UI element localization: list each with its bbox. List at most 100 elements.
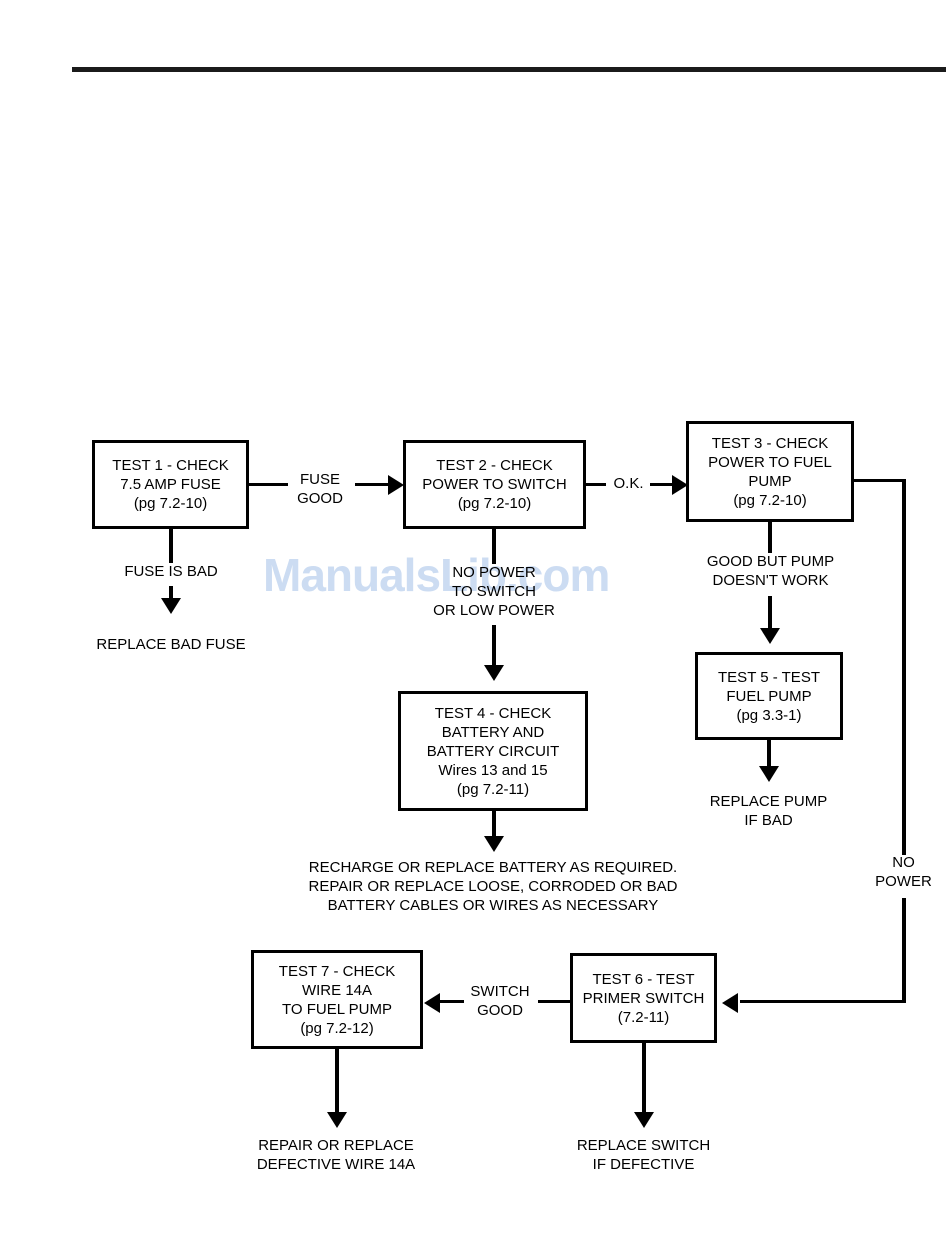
edge-label-switch-good-line-1: SWITCH <box>470 983 530 1000</box>
node-test-7-line-3: TO FUEL PUMP <box>281 1000 393 1018</box>
edge-test3-test6-vertical-upper <box>902 479 906 855</box>
terminal-replace-switch: REPLACE SWITCH IF DEFECTIVE <box>565 1136 722 1174</box>
node-test-6-line-1: TEST 6 - TEST <box>592 970 695 988</box>
node-test-4-line-2: BATTERY AND <box>441 723 545 741</box>
edge-label-fuse-good: FUSE GOOD <box>287 470 353 508</box>
edge-test6-test7-arrowhead-icon <box>424 993 440 1013</box>
edge-test5-replace-pump-arrowhead-icon <box>759 766 779 782</box>
terminal-battery-action-line-2: REPAIR OR REPLACE LOOSE, CORRODED OR BAD <box>308 878 678 895</box>
terminal-battery-action-line-3: BATTERY CABLES OR WIRES AS NECESSARY <box>327 897 659 914</box>
edge-test3-test5-arrowhead-icon <box>760 628 780 644</box>
edge-label-no-power-line-2: POWER <box>875 873 932 890</box>
terminal-repair-wire: REPAIR OR REPLACE DEFECTIVE WIRE 14A <box>250 1136 422 1174</box>
terminal-repair-wire-line-2: DEFECTIVE WIRE 14A <box>256 1156 416 1173</box>
terminal-replace-pump-line-2: IF BAD <box>744 812 793 829</box>
edge-label-no-power-to-switch-line-3: OR LOW POWER <box>433 602 555 619</box>
edge-label-fuse-is-bad-line-1: FUSE IS BAD <box>124 563 218 580</box>
edge-test2-test3-stub <box>586 483 606 486</box>
node-test-7-line-4: (pg 7.2-12) <box>300 1019 374 1037</box>
edge-test2-test4-stub <box>492 529 496 564</box>
node-test-3-line-4: (pg 7.2-10) <box>733 491 807 509</box>
edge-test7-repair-wire-line <box>335 1049 339 1117</box>
edge-test3-test6-bottom <box>740 1000 906 1003</box>
node-test-2[interactable]: TEST 2 - CHECK POWER TO SWITCH (pg 7.2-1… <box>403 440 586 529</box>
edge-label-good-but-pump: GOOD BUT PUMP DOESN'T WORK <box>692 552 849 590</box>
terminal-replace-bad-fuse: REPLACE BAD FUSE <box>89 635 253 654</box>
edge-label-fuse-is-bad: FUSE IS BAD <box>111 562 231 581</box>
node-test-4-line-1: TEST 4 - CHECK <box>434 704 552 722</box>
edge-test1-bad-fuse-stub <box>169 529 173 563</box>
edge-test1-test2-arrowhead-icon <box>388 475 404 495</box>
edge-label-no-power-line-1: NO <box>892 854 915 871</box>
node-test-2-line-2: POWER TO SWITCH <box>422 476 567 493</box>
edge-test2-test3-arrowhead-icon <box>672 475 688 495</box>
terminal-repair-wire-line-1: REPAIR OR REPLACE <box>258 1137 414 1154</box>
edge-test3-test5-line <box>768 596 772 632</box>
edge-label-fuse-good-line-2: GOOD <box>297 490 343 507</box>
edge-test3-test6-vertical-lower <box>902 898 906 1003</box>
header-rule <box>72 67 946 72</box>
terminal-replace-bad-fuse-line-1: REPLACE BAD FUSE <box>96 636 246 653</box>
node-test-2-line-1: TEST 2 - CHECK <box>436 457 553 474</box>
edge-test6-test7-line <box>440 1000 464 1003</box>
edge-test1-bad-fuse-line <box>169 586 173 602</box>
node-test-1[interactable]: TEST 1 - CHECK 7.5 AMP FUSE (pg 7.2-10) <box>92 440 249 529</box>
node-test-1-line-2: 7.5 AMP FUSE <box>120 476 221 493</box>
node-test-1-line-1: TEST 1 - CHECK <box>112 457 229 474</box>
manualslib-watermark: ManualsLib.com <box>263 549 610 601</box>
edge-test3-test6-top <box>854 479 905 482</box>
edge-label-fuse-good-line-1: FUSE <box>299 471 340 488</box>
edge-label-good-but-pump-line-1: GOOD BUT PUMP <box>706 553 835 570</box>
node-test-5[interactable]: TEST 5 - TEST FUEL PUMP (pg 3.3-1) <box>695 652 843 740</box>
edge-label-no-power-to-switch-line-1: NO POWER <box>452 564 536 581</box>
edge-test6-test7-stub <box>538 1000 571 1003</box>
node-test-5-line-2: FUEL PUMP <box>726 687 812 705</box>
node-test-3-line-1: TEST 3 - CHECK <box>711 434 829 452</box>
terminal-replace-pump-line-1: REPLACE PUMP <box>709 793 828 810</box>
terminal-replace-pump: REPLACE PUMP IF BAD <box>690 792 847 830</box>
edge-label-ok-line-1: O.K. <box>613 475 644 492</box>
edge-test4-battery-arrowhead-icon <box>484 836 504 852</box>
node-test-4-line-3: BATTERY CIRCUIT <box>426 742 560 760</box>
edge-test6-replace-switch-arrowhead-icon <box>634 1112 654 1128</box>
edge-label-no-power-to-switch-line-2: TO SWITCH <box>452 583 536 600</box>
node-test-3-line-3: PUMP <box>748 472 792 490</box>
node-test-4[interactable]: TEST 4 - CHECK BATTERY AND BATTERY CIRCU… <box>398 691 588 811</box>
node-test-5-line-1: TEST 5 - TEST <box>718 668 820 686</box>
edge-label-no-power-to-switch: NO POWER TO SWITCH OR LOW POWER <box>415 563 573 620</box>
edge-test5-replace-pump-line <box>767 740 771 770</box>
node-test-3[interactable]: TEST 3 - CHECK POWER TO FUEL PUMP (pg 7.… <box>686 421 854 522</box>
terminal-replace-switch-line-2: IF DEFECTIVE <box>592 1156 695 1173</box>
edge-test2-test4-arrowhead-icon <box>484 665 504 681</box>
node-test-4-line-5: (pg 7.2-11) <box>456 780 530 798</box>
edge-label-good-but-pump-line-2: DOESN'T WORK <box>712 572 829 589</box>
edge-test2-test4-line <box>492 625 496 669</box>
edge-test4-battery-line <box>492 811 496 841</box>
node-test-5-line-3: (pg 3.3-1) <box>736 706 802 724</box>
node-test-6-line-3: (7.2-11) <box>617 1008 670 1026</box>
node-test-2-line-3: (pg 7.2-10) <box>457 495 532 512</box>
edge-label-ok: O.K. <box>606 474 651 493</box>
node-test-1-line-3: (pg 7.2-10) <box>133 495 208 512</box>
node-test-4-line-4: Wires 13 and 15 <box>438 761 548 779</box>
node-test-3-line-2: POWER TO FUEL <box>708 453 832 471</box>
node-test-6[interactable]: TEST 6 - TEST PRIMER SWITCH (7.2-11) <box>570 953 717 1043</box>
node-test-6-line-2: PRIMER SWITCH <box>582 989 705 1007</box>
node-test-7-line-2: WIRE 14A <box>301 981 373 999</box>
edge-test3-test6-arrowhead-icon <box>722 993 738 1013</box>
edge-test6-replace-switch-line <box>642 1043 646 1117</box>
node-test-7-line-1: TEST 7 - CHECK <box>278 962 396 980</box>
edge-test7-repair-wire-arrowhead-icon <box>327 1112 347 1128</box>
edge-label-switch-good-line-2: GOOD <box>477 1002 523 1019</box>
terminal-battery-action-line-1: RECHARGE OR REPLACE BATTERY AS REQUIRED. <box>308 859 678 876</box>
edge-test1-bad-fuse-arrowhead-icon <box>161 598 181 614</box>
terminal-battery-action: RECHARGE OR REPLACE BATTERY AS REQUIRED.… <box>283 858 703 915</box>
edge-test3-test5-stub <box>768 522 772 553</box>
terminal-replace-switch-line-1: REPLACE SWITCH <box>576 1137 711 1154</box>
edge-label-no-power: NO POWER <box>866 853 941 891</box>
edge-test2-test3-line <box>650 483 676 486</box>
edge-label-switch-good: SWITCH GOOD <box>462 982 538 1020</box>
edge-test1-test2-line <box>355 483 390 486</box>
node-test-7[interactable]: TEST 7 - CHECK WIRE 14A TO FUEL PUMP (pg… <box>251 950 423 1049</box>
